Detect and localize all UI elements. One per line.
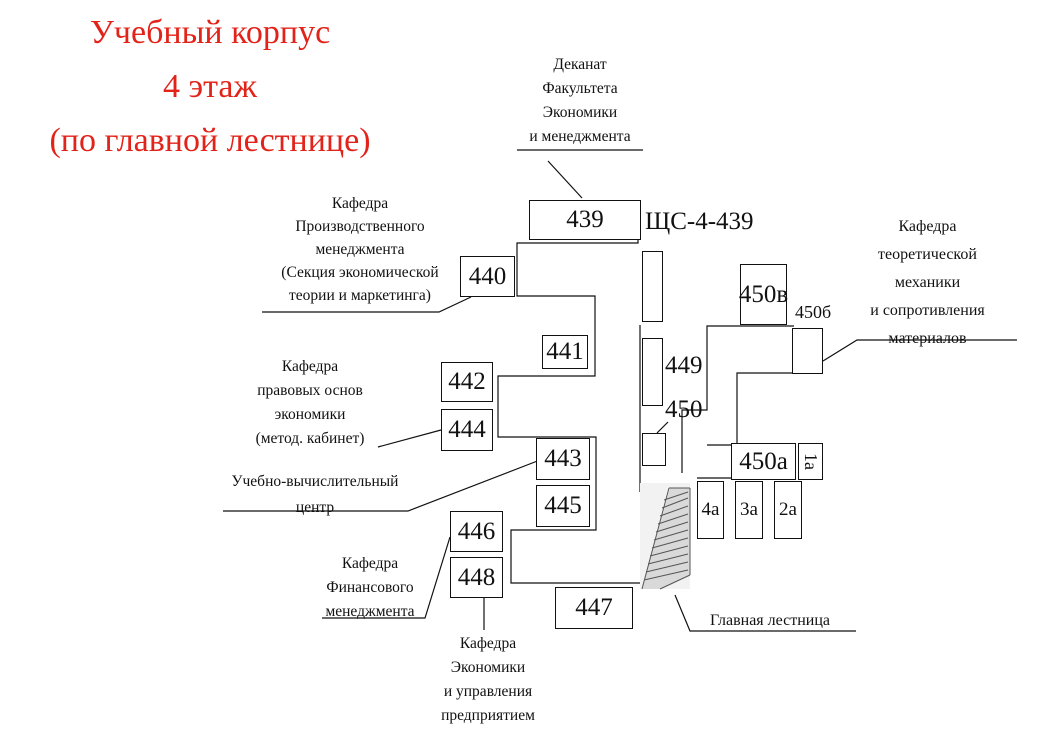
- leader-fin: [322, 536, 451, 619]
- right-wing-wall-2: [697, 372, 793, 479]
- panel-label: ЩС-4-439: [645, 208, 754, 235]
- left-wing-wall-outer: [497, 210, 640, 584]
- main-staircase-icon: [640, 483, 691, 590]
- leader-uvc: [223, 459, 541, 512]
- room-450b[interactable]: [792, 328, 823, 374]
- floor-title: Учебный корпус 4 этаж (по главной лестни…: [10, 6, 410, 168]
- room-1a[interactable]: 1а: [798, 443, 823, 480]
- right-wing-wall-1: [681, 325, 794, 473]
- title-line-1: Учебный корпус: [89, 14, 331, 51]
- room-3a[interactable]: 3а: [735, 481, 763, 539]
- leader-stair: [674, 594, 856, 632]
- leader-proizv: [262, 296, 472, 313]
- leader-prav: [377, 429, 442, 448]
- room-443[interactable]: 443: [536, 438, 590, 480]
- leader-teor: [822, 339, 1017, 362]
- room-450v[interactable]: 450в: [739, 264, 788, 325]
- room-449-block[interactable]: [642, 338, 663, 406]
- room-448[interactable]: 448: [450, 557, 503, 598]
- title-line-3: (по главной лестнице): [49, 122, 371, 159]
- room-442[interactable]: 442: [441, 362, 493, 402]
- leader-450: [656, 421, 669, 434]
- room-4a[interactable]: 4а: [697, 481, 724, 539]
- room-450-label: 450: [665, 396, 703, 423]
- room-446[interactable]: 446: [450, 511, 503, 552]
- room-440[interactable]: 440: [460, 256, 515, 297]
- room-439[interactable]: 439: [529, 200, 641, 240]
- room-450b-label: 450б: [795, 302, 832, 322]
- note-main-stair: Главная лестница: [709, 612, 831, 629]
- room-441[interactable]: 441: [542, 335, 588, 369]
- room-450a[interactable]: 450а: [731, 443, 796, 480]
- room-447[interactable]: 447: [555, 587, 633, 629]
- room-2a[interactable]: 2а: [774, 481, 802, 539]
- title-line-2: 4 этаж: [163, 68, 257, 105]
- room-449-label: 449: [665, 352, 703, 379]
- room-445[interactable]: 445: [536, 485, 590, 527]
- room-shs-panel[interactable]: [642, 251, 663, 322]
- leader-dekanat-diag: [547, 160, 583, 199]
- room-444[interactable]: 444: [441, 409, 493, 451]
- room-450-block[interactable]: [642, 433, 666, 466]
